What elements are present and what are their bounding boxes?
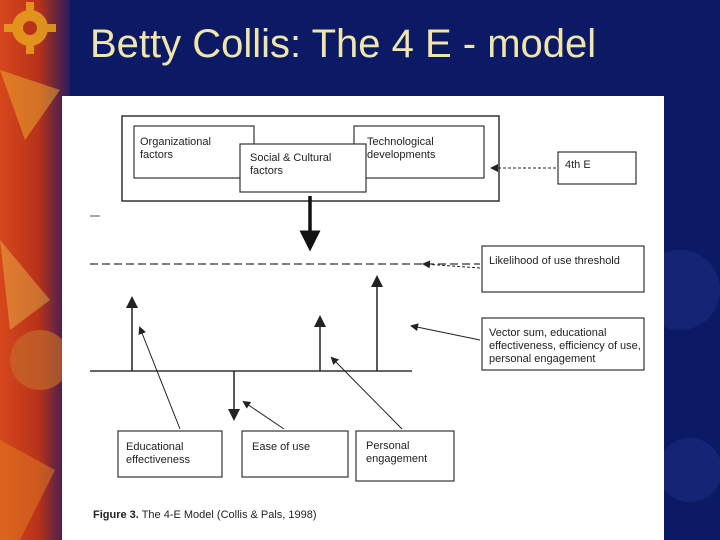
organizational-label: Organizational factors xyxy=(140,136,211,161)
educational-box xyxy=(117,430,223,478)
technological-label: Technological developments xyxy=(367,136,436,161)
slide-title: Betty Collis: The 4 E - model xyxy=(90,22,597,66)
threshold-arrow xyxy=(422,260,481,269)
fourth-e-label: 4th E xyxy=(565,159,591,171)
four-e-model-figure: Organizational factors Technological dev… xyxy=(62,96,664,540)
figure-number: Figure 3. xyxy=(93,509,139,521)
ease-box xyxy=(241,430,349,478)
gear-decoration-icon xyxy=(4,2,56,54)
ease-label: Ease of use xyxy=(252,441,311,453)
diagram-canvas xyxy=(90,115,645,482)
vector-sum-arrow xyxy=(410,323,481,341)
vector-sum-box xyxy=(481,317,645,371)
threshold-label: Likelihood of use threshold xyxy=(489,255,620,267)
fourth-e-box xyxy=(557,151,637,185)
educational-pointer xyxy=(138,326,181,430)
personal-label: Personal engagement xyxy=(366,440,428,465)
personal-box xyxy=(355,430,455,482)
educational-label: Educational effectiveness xyxy=(126,441,191,466)
figure-caption: Figure 3. The 4-E Model (Collis & Pals, … xyxy=(93,509,317,521)
threshold-box xyxy=(481,245,645,293)
social-cultural-label: Social & Cultural factors xyxy=(250,152,332,177)
ease-pointer xyxy=(242,400,285,430)
social-cultural-box xyxy=(239,143,367,193)
technological-box xyxy=(353,125,485,179)
organizational-box xyxy=(133,125,255,179)
figure-caption-text: The 4-E Model (Collis & Pals, 1998) xyxy=(138,509,317,521)
personal-pointer xyxy=(330,356,403,430)
vector-sum-label: Vector sum, educational effectiveness, e… xyxy=(489,327,641,365)
